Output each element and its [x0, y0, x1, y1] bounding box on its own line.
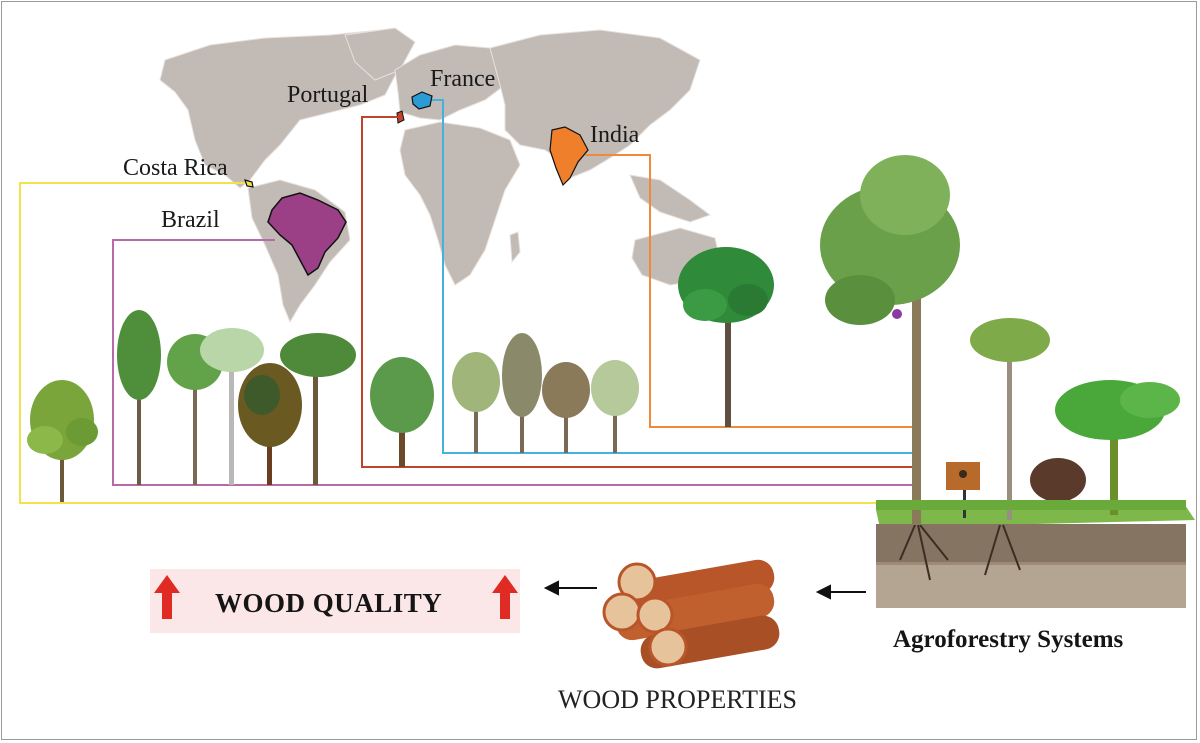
tree-icon: [370, 357, 434, 467]
up-arrow-icon: [154, 575, 180, 619]
portugal-connector: [361, 116, 915, 468]
north-america: [159, 29, 411, 189]
tree-icon: [502, 333, 542, 453]
india-connector: [585, 154, 915, 428]
tree-icon: [280, 333, 356, 485]
costa-rica-shape: [244, 179, 254, 188]
brazil-label: Brazil: [161, 207, 220, 233]
tree-icon: [200, 328, 264, 485]
bird-icon: [892, 309, 902, 319]
left-arrow-icon: [815, 584, 866, 600]
portugal-shape: [396, 110, 405, 124]
brazil-shape: [267, 192, 347, 277]
tree-icon: [678, 247, 774, 427]
france-label: France: [430, 66, 496, 92]
wood-properties-label: WOOD PROPERTIES: [558, 685, 797, 714]
tree-icon: [117, 310, 161, 485]
tree-icon: [452, 352, 500, 453]
costa-rica-label: Costa Rica: [123, 155, 228, 181]
france-shape: [411, 91, 433, 110]
tree-icon: [238, 363, 302, 485]
left-arrow-icon: [543, 580, 597, 596]
tree-icon: [542, 362, 590, 453]
wood-quality-label: WOOD QUALITY: [215, 588, 443, 618]
agroforestry-systems-label: Agroforestry Systems: [893, 626, 1124, 653]
portugal-label: Portugal: [287, 82, 369, 108]
up-arrow-icon: [492, 575, 518, 619]
costa-rica-connector: [19, 182, 880, 504]
india-label: India: [590, 122, 640, 148]
asia: [489, 29, 701, 179]
tree-icon: [27, 380, 98, 502]
agroforestry-illustration: [820, 155, 1195, 608]
africa: [399, 121, 521, 286]
tree-icon: [591, 360, 639, 453]
brazil-connector: [112, 239, 915, 486]
france-connector: [432, 99, 915, 454]
se-asia: [629, 174, 712, 223]
log-pile-icon: [602, 559, 780, 669]
wood-quality-box: [150, 569, 520, 633]
madagascar: [509, 231, 521, 264]
india-shape: [549, 126, 589, 187]
